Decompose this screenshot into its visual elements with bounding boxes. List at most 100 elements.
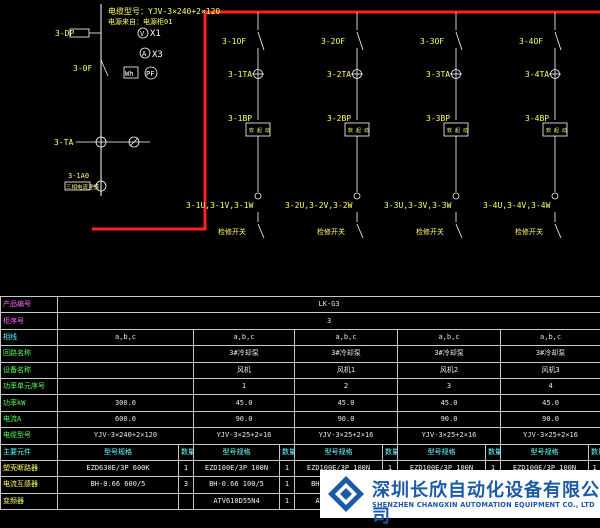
feeder-breaker-symbol — [258, 32, 264, 50]
column-header: 数量 — [486, 444, 501, 460]
soft-starter-text: 软 起 动 — [348, 127, 369, 134]
ct2-box-label: 三相电流互感 — [66, 183, 100, 191]
row-label: 变频器 — [1, 493, 58, 509]
feeder-breaker-symbol — [555, 32, 561, 50]
table-cell: YJV-3×25+2×16 — [295, 428, 398, 444]
soft-starter-label: 3-2BP — [327, 114, 351, 123]
feeder-breaker-label: 3-4OF — [519, 37, 543, 46]
feeder-ct-label: 3-4TA — [525, 70, 549, 79]
table-cell: 3#冷却泵 — [194, 346, 295, 362]
table-cell: EZD100E/3P 100N — [194, 460, 280, 476]
svg-text:A: A — [142, 50, 147, 58]
table-cell — [179, 493, 194, 509]
table-cell: 风机 — [194, 362, 295, 378]
product-no-value: LK-G3 — [58, 297, 600, 313]
row-label: 设备名称 — [1, 362, 58, 378]
isolator-switch-label: 检修开关 — [515, 227, 543, 236]
table-cell: 90.0 — [398, 411, 501, 427]
table-cell: YJV-3×25+2×16 — [398, 428, 501, 444]
isolator-switch-symbol — [456, 224, 462, 238]
column-header: 型号规格 — [194, 444, 280, 460]
table-cell: a,b,c — [501, 329, 600, 345]
svg-text:V: V — [140, 30, 145, 38]
row-label: 相线 — [1, 329, 58, 345]
company-name-en: SHENZHEN CHANGXIN AUTOMATION EQUIPMENT C… — [372, 501, 595, 509]
output-terminal-icon — [453, 193, 459, 199]
table-cell — [58, 493, 179, 509]
table-row: 主要元件型号规格数量型号规格数量型号规格数量型号规格数量型号规格数量 — [1, 444, 600, 460]
row-label: 柜序号 — [1, 313, 58, 329]
column-header: 型号规格 — [398, 444, 486, 460]
column-header: 数量 — [179, 444, 194, 460]
table-cell — [58, 346, 194, 362]
breaker-main-label: 3-0F — [73, 64, 92, 73]
column-header: 数量 — [280, 444, 295, 460]
table-cell: 90.0 — [501, 411, 600, 427]
table-cell: 45.0 — [295, 395, 398, 411]
feeder-breaker-label: 3-3OF — [420, 37, 444, 46]
soft-starter-label: 3-3BP — [426, 114, 450, 123]
table-cell: 300.0 — [58, 395, 194, 411]
table-cell: 1 — [179, 460, 194, 476]
feeder-ct-label: 3-1TA — [228, 70, 252, 79]
output-terminal-icon — [255, 193, 261, 199]
table-cell: EZD630E/3P 600K — [58, 460, 179, 476]
table-cell: YJV-3×25+2×16 — [501, 428, 600, 444]
row-label: 功率单元序号 — [1, 378, 58, 394]
column-header: 型号规格 — [295, 444, 383, 460]
source-label: 电源来自：电源柜01 — [108, 17, 172, 26]
company-logo: 深圳长欣自动化设备有限公司 SHENZHEN CHANGXIN AUTOMATI… — [320, 470, 600, 518]
table-cell: 2 — [295, 378, 398, 394]
column-header: 型号规格 — [58, 444, 179, 460]
table-cell: 45.0 — [398, 395, 501, 411]
row-label: 塑壳断路器 — [1, 460, 58, 476]
soft-starter-label: 3-1BP — [228, 114, 252, 123]
table-cell: 风机2 — [398, 362, 501, 378]
soft-starter-text: 软 起 动 — [249, 127, 270, 134]
feeder-breaker-symbol — [456, 32, 462, 50]
table-cell: 3 — [398, 378, 501, 394]
isolator-switch-label: 检修开关 — [317, 227, 345, 236]
output-terminal-icon — [354, 193, 360, 199]
isolator-switch-label: 检修开关 — [416, 227, 444, 236]
table-cell: 3#冷却泵 — [398, 346, 501, 362]
isolator-switch-label: 检修开关 — [218, 227, 246, 236]
row-label: 产品编号 — [1, 297, 58, 313]
table-cell: BH-0.66 600/5 — [58, 477, 179, 493]
column-header: 数量 — [589, 444, 600, 460]
row-label: 主要元件 — [1, 444, 58, 460]
table-cell: 45.0 — [501, 395, 600, 411]
soft-starter-label: 3-4BP — [525, 114, 549, 123]
row-label: 电流互感器 — [1, 477, 58, 493]
table-cell: 1 — [194, 378, 295, 394]
column-header: 数量 — [383, 444, 398, 460]
pf-meter-label: PF — [146, 70, 154, 78]
table-cell: a,b,c — [398, 329, 501, 345]
row-label: 功率kW — [1, 395, 58, 411]
output-terminals-label: 3-2U,3-2V,3-2W — [285, 201, 353, 210]
table-cell: 1 — [280, 460, 295, 476]
feeder-breaker-label: 3-1OF — [222, 37, 246, 46]
isolator-switch-symbol — [357, 224, 363, 238]
table-cell: ATV610D55N4 — [194, 493, 280, 509]
feeder-breaker-label: 3-2OF — [321, 37, 345, 46]
table-cell: 3#冷却泵 — [501, 346, 600, 362]
main-breaker-symbol — [101, 60, 108, 76]
voltmeter-count: X1 — [150, 29, 161, 39]
company-logo-icon — [326, 474, 366, 514]
row-label: 电缆型号 — [1, 428, 58, 444]
table-cell: YJV-3×240+2×120 — [58, 428, 194, 444]
isolator-switch-symbol — [258, 224, 264, 238]
table-cell: a,b,c — [58, 329, 194, 345]
schematic-drawing: 电缆型号：YJV-3×240+2×120 电源来自：电源柜01 3-DP V X… — [0, 0, 600, 295]
